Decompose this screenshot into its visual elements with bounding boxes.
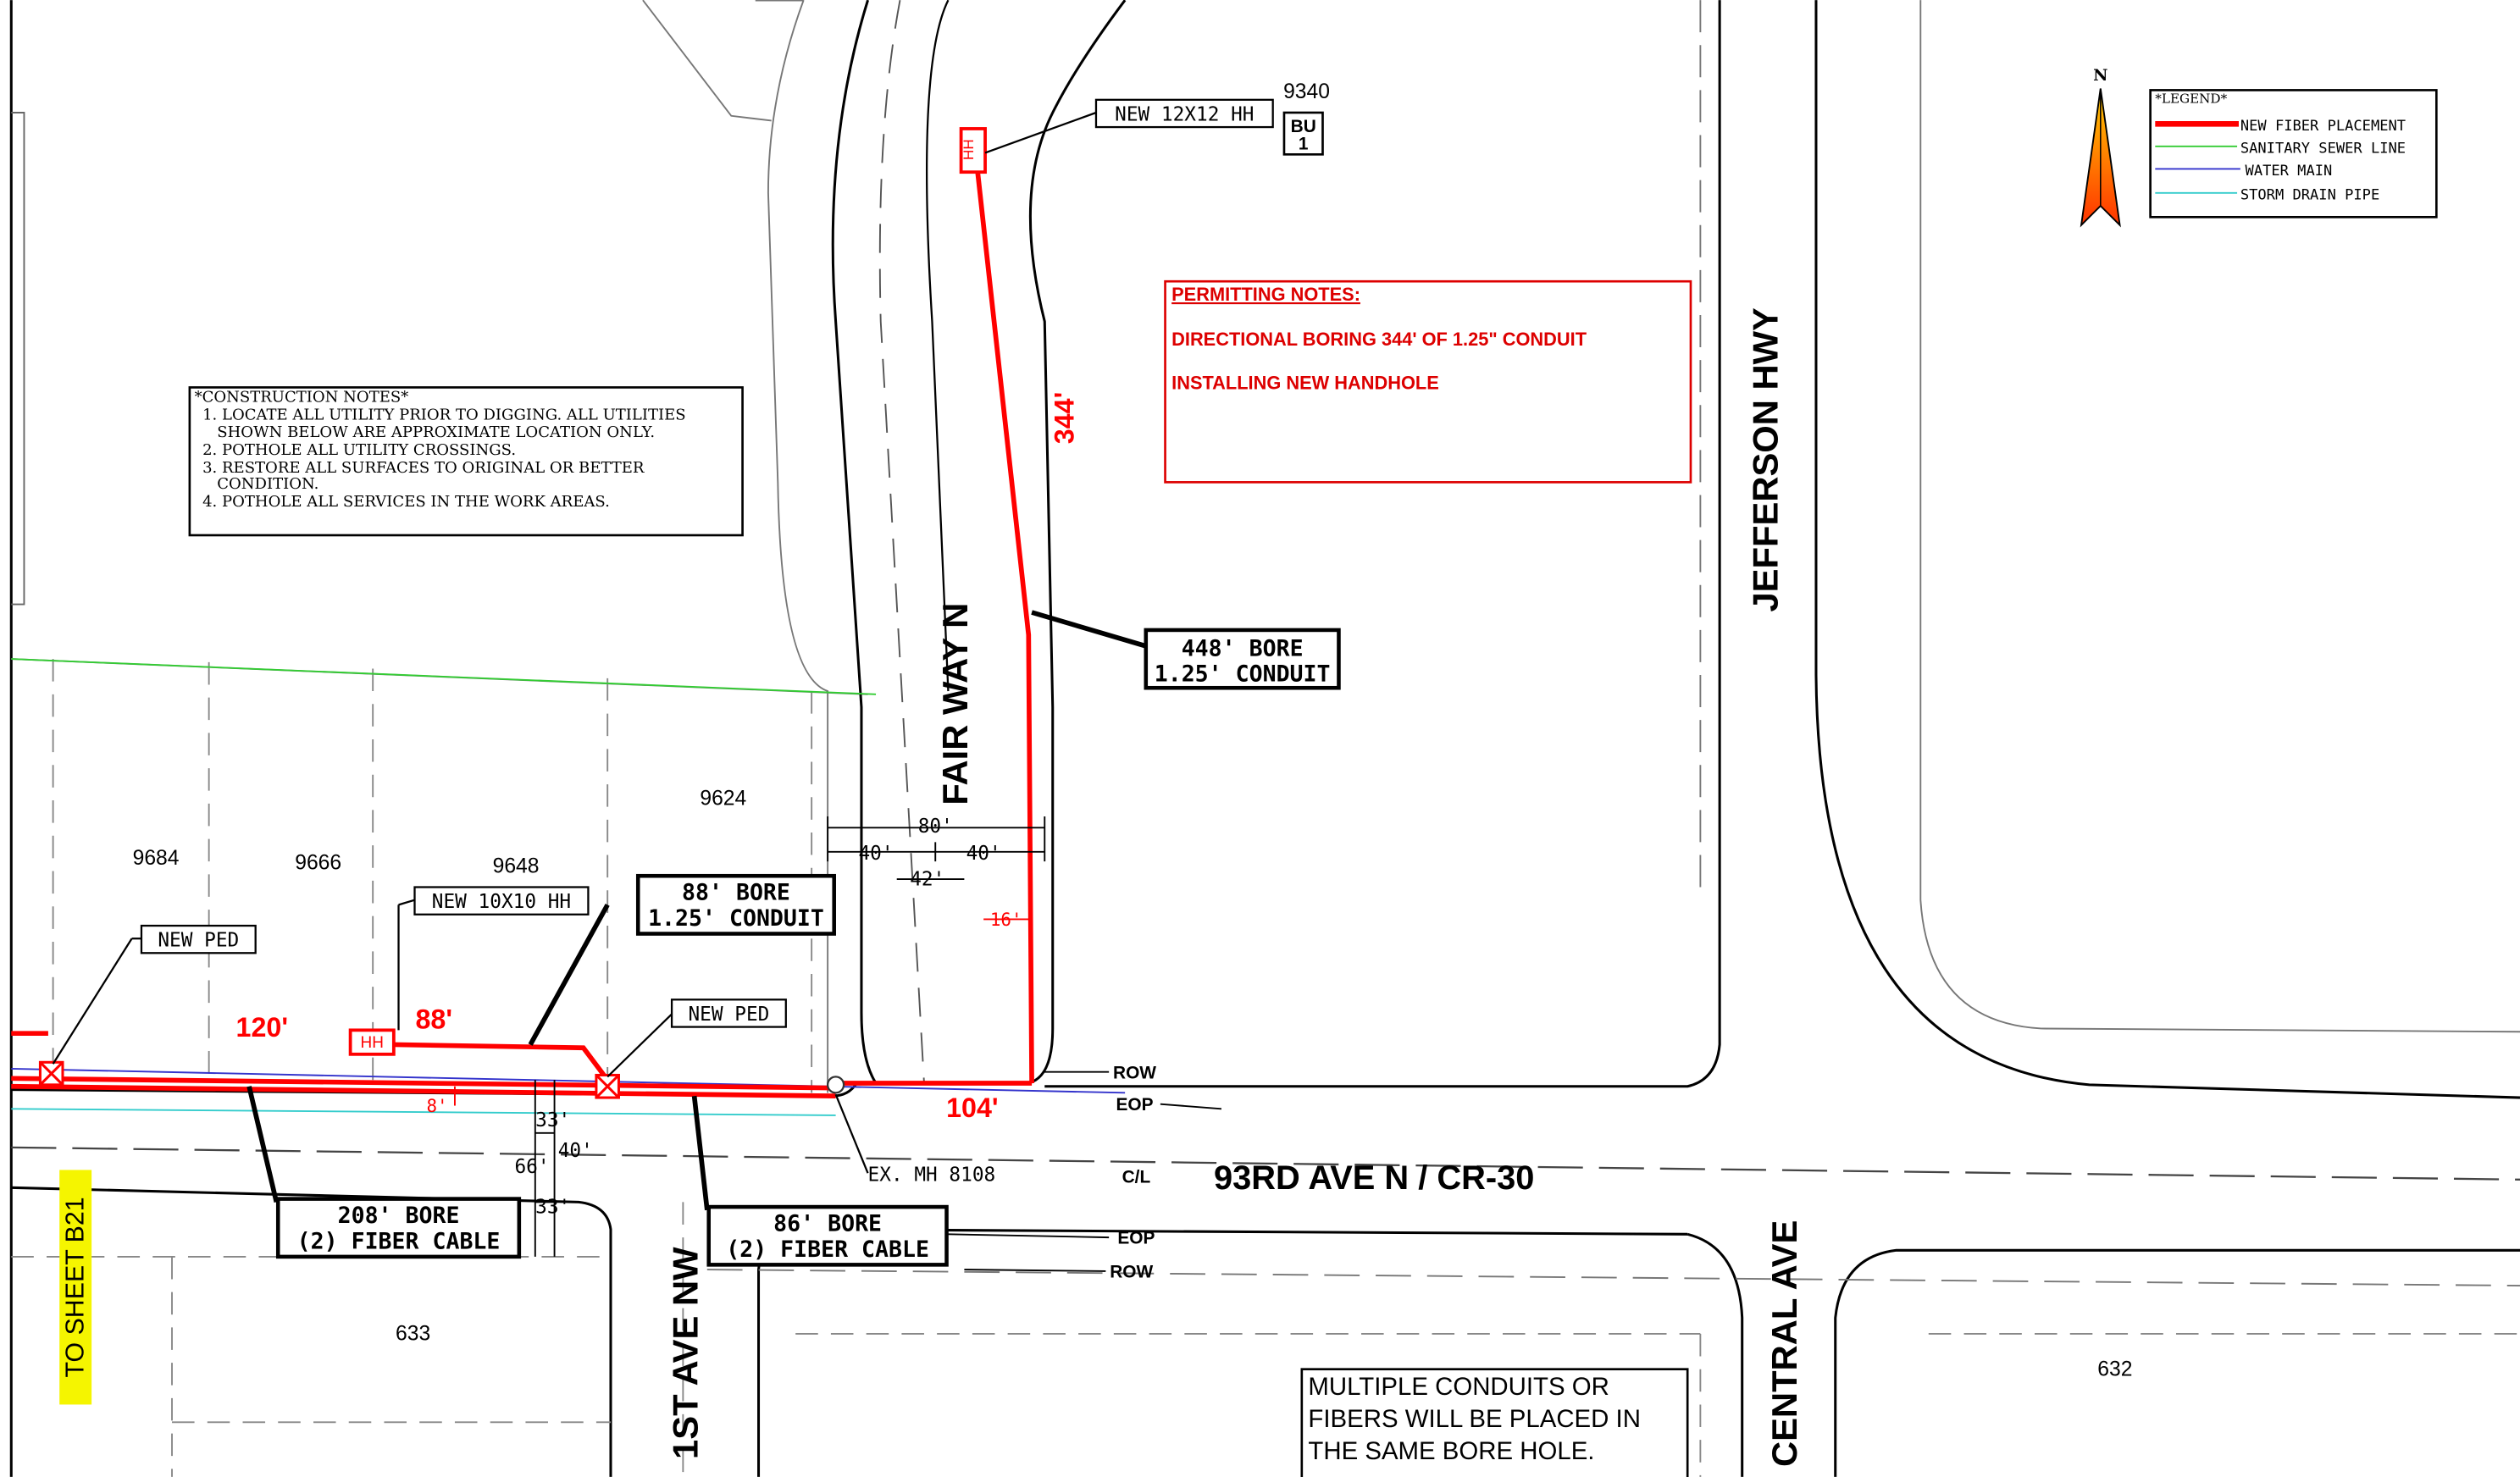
length-16: 16'	[990, 910, 1022, 930]
parcel-9340: 9340	[1283, 80, 1330, 103]
bore-note: MULTIPLE CONDUITS OR FIBERS WILL BE PLAC…	[1300, 1368, 1689, 1477]
callout-hh10-label: NEW 10X10 HH	[432, 891, 571, 913]
length-344: 344'	[1049, 392, 1079, 444]
label-row-top: ROW	[1113, 1063, 1156, 1082]
bu-tag-line2: 1	[1299, 135, 1309, 154]
callout-ped-left: NEW PED	[140, 924, 257, 954]
row-label-leaders	[948, 1070, 1222, 1272]
bore-86-line2: (2) FIBER CABLE	[726, 1236, 929, 1263]
legend-item: SANITARY SEWER LINE	[2155, 140, 2406, 157]
parcel-9684: 9684	[133, 847, 180, 870]
bore-leaders	[246, 610, 1147, 1211]
sheet-reference[interactable]: TO SHEET B21	[59, 1170, 92, 1405]
dimension-lines	[534, 816, 1046, 1257]
parcel-9624: 9624	[700, 788, 746, 810]
length-120: 120'	[236, 1012, 288, 1043]
legend-item: STORM DRAIN PIPE	[2155, 186, 2379, 203]
handhole-12x12: HH	[959, 127, 987, 174]
bore-208-line1: 208' BORE	[338, 1203, 460, 1229]
length-88: 88'	[416, 1004, 453, 1034]
callout-ped-right-label: NEW PED	[688, 1004, 769, 1026]
bu-tag: BU 1	[1282, 111, 1324, 156]
parcel-9666: 9666	[295, 852, 341, 875]
legend-item-label: STORM DRAIN PIPE	[2240, 186, 2379, 203]
bore-note-line: MULTIPLE CONDUITS OR	[1308, 1373, 1609, 1401]
legend-item-label: SANITARY SEWER LINE	[2240, 140, 2406, 157]
bore-448-line1: 448' BORE	[1182, 635, 1304, 661]
legend-item: WATER MAIN	[2155, 163, 2332, 180]
bore-448-line2: 1.25' CONDUIT	[1155, 661, 1331, 688]
dim-33-b: 33'	[535, 1197, 570, 1219]
construction-notes: *CONSTRUCTION NOTES* 1. LOCATE ALL UTILI…	[188, 386, 744, 537]
construction-note-line: SHOWN BELOW ARE APPROXIMATE LOCATION ONL…	[202, 423, 655, 441]
construction-note-line: CONDITION.	[202, 475, 318, 493]
fiber-route	[11, 167, 1034, 1098]
sheet-reference-label: TO SHEET B21	[62, 1197, 90, 1377]
callout-hh10: NEW 10X10 HH	[413, 886, 590, 916]
construction-note-line: 2. POTHOLE ALL UTILITY CROSSINGS.	[202, 441, 516, 459]
legend-title: *LEGEND*	[2155, 91, 2227, 107]
callout-leaders	[52, 111, 1097, 1174]
dimension-lines-red	[453, 918, 1033, 1106]
dim-33-a: 33'	[535, 1109, 570, 1131]
bore-note-line: THE SAME BORE HOLE.	[1308, 1437, 1594, 1465]
ped-left	[38, 1060, 64, 1087]
street-1st-ave: 1ST AVE NW	[665, 1247, 705, 1459]
legend-item-label: WATER MAIN	[2246, 163, 2333, 180]
street-jefferson: JEFFERSON HWY	[1745, 307, 1785, 612]
bore-88-line2: 1.25' CONDUIT	[648, 905, 824, 932]
street-93rd-ave: 93RD AVE N / CR-30	[1214, 1159, 1534, 1197]
label-cl: C/L	[1122, 1168, 1151, 1187]
parcel-9648: 9648	[493, 855, 540, 877]
bore-448: 448' BORE 1.25' CONDUIT	[1144, 628, 1341, 690]
handhole-label: HH	[961, 139, 977, 160]
bore-86: 86' BORE (2) FIBER CABLE	[706, 1204, 949, 1267]
legend: *LEGEND* NEW FIBER PLACEMENT SANITARY SE…	[2149, 89, 2438, 219]
callout-ped-right: NEW PED	[670, 998, 787, 1028]
dim-66: 66'	[514, 1156, 549, 1178]
permitting-notes-title: PERMITTING NOTES:	[1171, 284, 1360, 305]
construction-note-line: 3. RESTORE ALL SURFACES TO ORIGINAL OR B…	[202, 459, 645, 477]
bore-86-line1: 86' BORE	[773, 1211, 882, 1237]
callout-hh12: NEW 12X12 HH	[1094, 98, 1274, 129]
label-row-bottom: ROW	[1110, 1263, 1153, 1282]
bore-88-line1: 88' BORE	[682, 880, 790, 906]
existing-manhole	[826, 1076, 845, 1094]
dim-80: 80'	[918, 816, 953, 838]
dim-40-b: 40'	[966, 843, 1001, 865]
parcel-633: 633	[396, 1323, 430, 1346]
construction-note-line: 1. LOCATE ALL UTILITY PRIOR TO DIGGING. …	[202, 406, 686, 423]
legend-item-label: NEW FIBER PLACEMENT	[2240, 118, 2406, 135]
north-label: N	[2093, 66, 2107, 85]
dim-42: 42'	[910, 869, 944, 891]
street-fair-way: FAIR WAY N	[935, 603, 975, 805]
bore-note-line: FIBERS WILL BE PLACED IN	[1308, 1405, 1641, 1433]
bore-88: 88' BORE 1.25' CONDUIT	[635, 873, 836, 936]
permitting-notes: PERMITTING NOTES: DIRECTIONAL BORING 344…	[1164, 279, 1692, 484]
legend-item: NEW FIBER PLACEMENT	[2155, 118, 2406, 135]
bu-tag-line1: BU	[1291, 117, 1316, 136]
length-104: 104'	[946, 1093, 998, 1123]
label-eop-bottom: EOP	[1117, 1229, 1155, 1248]
north-arrow-icon: N	[2080, 66, 2121, 228]
permitting-note-line: DIRECTIONAL BORING 344' OF 1.25" CONDUIT	[1171, 329, 1587, 350]
ped-right	[595, 1073, 620, 1099]
handhole-label: HH	[361, 1034, 384, 1052]
dim-40-c: 40'	[558, 1140, 593, 1162]
handhole-10x10: HH	[348, 1028, 396, 1056]
bore-208-line2: (2) FIBER CABLE	[297, 1228, 501, 1254]
construction-note-line: 4. POTHOLE ALL SERVICES IN THE WORK AREA…	[202, 493, 610, 511]
bore-208: 208' BORE (2) FIBER CABLE	[275, 1197, 522, 1259]
label-eop-top: EOP	[1116, 1095, 1153, 1115]
length-8: 8'	[427, 1096, 448, 1116]
permitting-note-line: INSTALLING NEW HANDHOLE	[1171, 372, 1439, 393]
parcel-632: 632	[2097, 1358, 2132, 1380]
dim-40-a: 40'	[858, 843, 893, 865]
callout-ped-left-label: NEW PED	[158, 930, 239, 952]
callout-ex-mh: EX. MH 8108	[868, 1164, 996, 1187]
construction-notes-title: *CONSTRUCTION NOTES*	[195, 389, 409, 407]
callout-hh12-label: NEW 12X12 HH	[1115, 103, 1254, 125]
street-central-ave: CENTRAL AVE	[1764, 1220, 1804, 1467]
